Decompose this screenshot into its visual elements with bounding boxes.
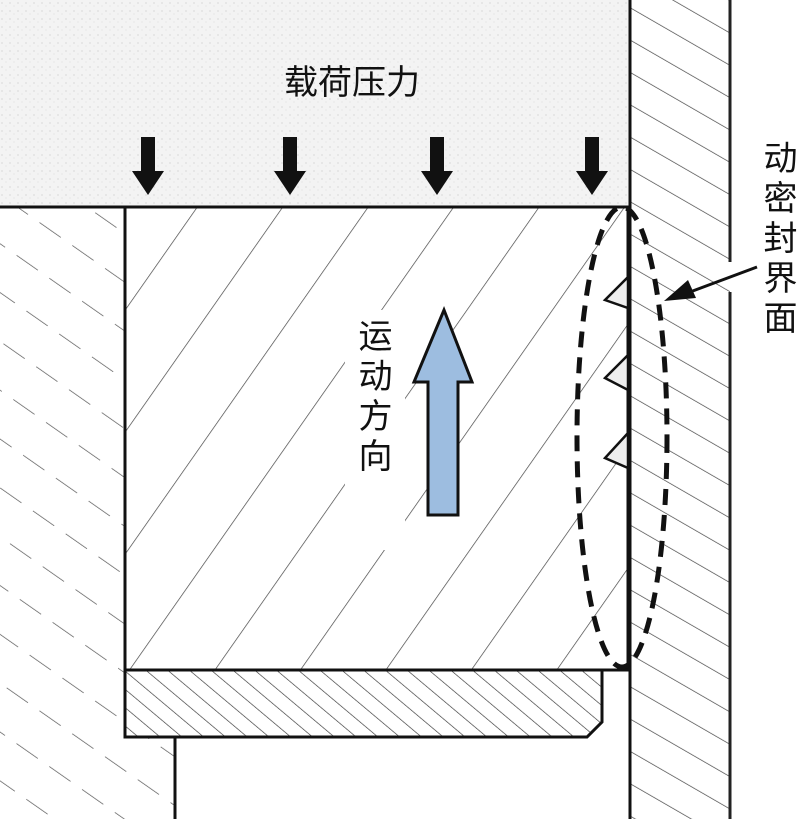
arrow-up-icon [411,305,475,517]
seal-tooth [602,273,630,310]
arrow-down-icon [274,137,306,195]
seal-lip-teeth [602,273,630,470]
label-background [345,310,405,550]
load-pressure-label: 载荷压力 [284,63,420,103]
load-medium-area [0,0,630,207]
seal-tooth [602,351,630,393]
right-wall [630,0,730,819]
dynamic-seal-interface-label: 动密封界面 [757,140,797,340]
load-arrows [132,137,608,195]
seal-interface-ellipse [574,204,670,670]
seal-tooth [602,429,630,470]
left-housing-lower [125,737,175,819]
arrow-down-icon [576,137,608,195]
arrow-down-icon [421,137,453,195]
backup-ring [123,668,604,739]
left-housing [0,207,125,819]
arrow-down-icon [132,137,164,195]
motion-direction-label: 运动方向 [352,318,392,478]
leader-arrow [664,265,758,301]
